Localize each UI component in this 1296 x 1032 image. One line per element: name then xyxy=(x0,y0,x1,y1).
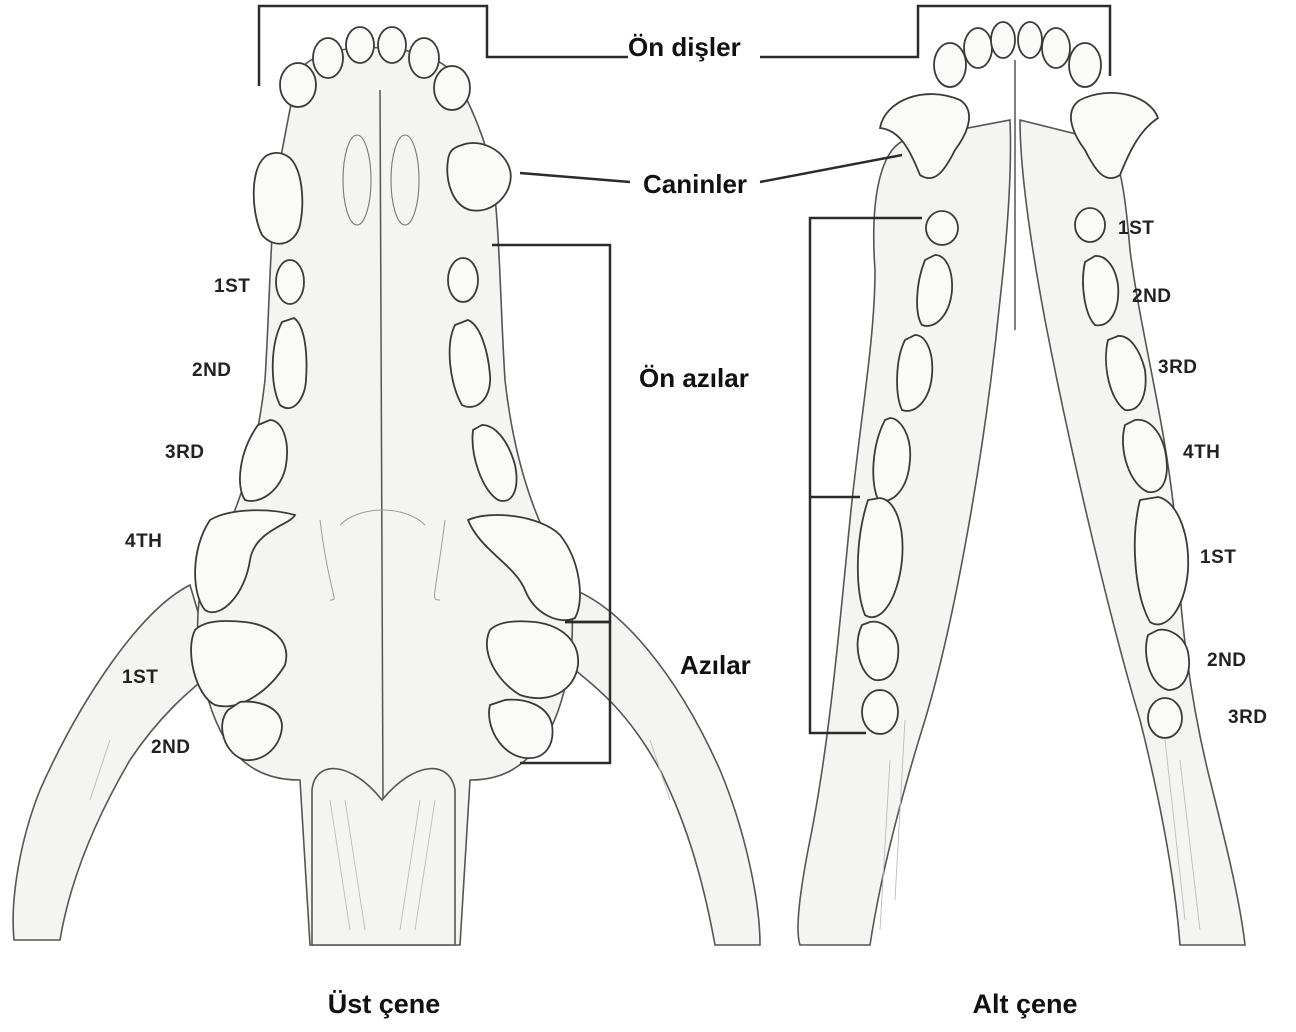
upper-jaw-drawing xyxy=(13,27,760,945)
upper-premolar-label-4: 4TH xyxy=(125,531,162,552)
lower-premolar-label-2: 2ND xyxy=(1132,286,1172,307)
upper-molar-label-2: 2ND xyxy=(151,737,191,758)
lower-jaw-drawing xyxy=(798,22,1245,945)
upper-right-zygomatic-arch xyxy=(560,585,760,945)
lower-premolar-label-1: 1ST xyxy=(1118,218,1154,239)
canines-label: Caninler xyxy=(643,169,747,199)
upper-premolar-label-2: 2ND xyxy=(192,360,232,381)
premolars-label: Ön azılar xyxy=(639,363,749,393)
lower-premolar-label-3: 3RD xyxy=(1158,357,1198,378)
lower-left-mandible xyxy=(798,120,1010,945)
upper-left-zygomatic-arch xyxy=(13,585,215,940)
upper-right-canine xyxy=(447,143,510,211)
canines-leader-upper xyxy=(520,173,630,182)
upper-molar-label-1: 1ST xyxy=(122,667,158,688)
lower-right-mandible xyxy=(1020,120,1245,945)
upper-premolar-label-3: 3RD xyxy=(165,442,205,463)
lower-incisors xyxy=(934,22,1101,87)
molars-label: Azılar xyxy=(680,650,751,680)
lower-molar-label-1: 1ST xyxy=(1200,547,1236,568)
lower-molar-label-2: 2ND xyxy=(1207,650,1247,671)
lower-molar-label-3: 3RD xyxy=(1228,707,1268,728)
incisors-label: Ön dişler xyxy=(628,32,741,62)
upper-left-canine xyxy=(254,153,303,244)
upper-jaw-caption: Üst çene xyxy=(328,989,441,1019)
lower-premolar-label-4: 4TH xyxy=(1183,442,1220,463)
upper-premolar-label-1: 1ST xyxy=(214,276,250,297)
lower-jaw-caption: Alt çene xyxy=(972,989,1077,1019)
